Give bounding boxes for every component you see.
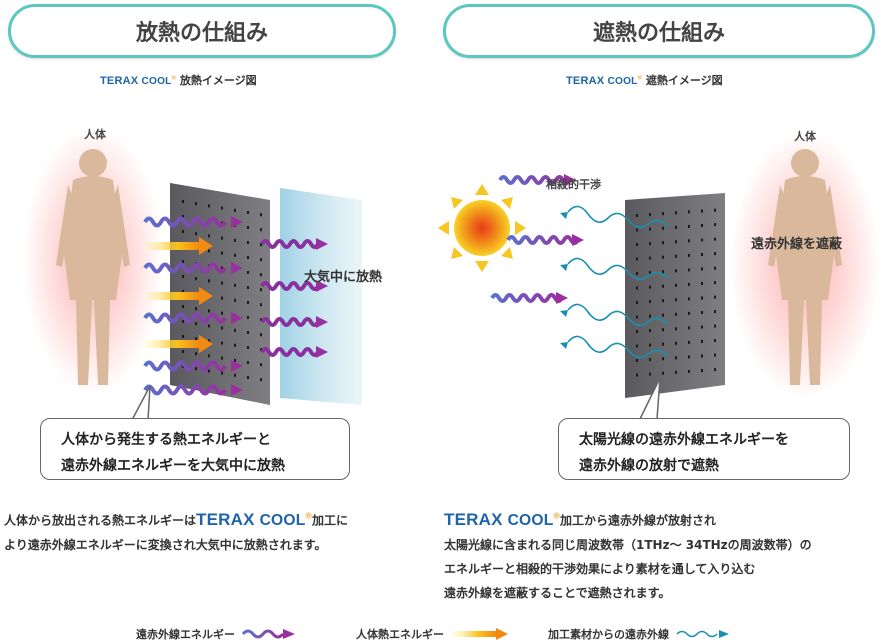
heat-arrow-shaft — [145, 242, 199, 250]
human-figure-right — [730, 130, 880, 400]
human-label-left: 人体 — [84, 128, 106, 141]
purple-arrowhead — [231, 312, 243, 324]
purple-wave-arrow — [498, 175, 572, 185]
purple-arrowhead — [231, 384, 243, 396]
purple-wave-arrow — [260, 239, 320, 249]
block-label: 遠赤外線を遮蔽 — [751, 237, 843, 252]
purple-wave-arrow — [260, 347, 320, 357]
brand-logo: TERAX COOL® — [100, 75, 176, 87]
left-callout-line: 遠赤外線エネルギーを大気中に放熱 — [61, 458, 285, 474]
left-title-text: 放熱の仕組み — [135, 21, 268, 46]
purple-wave-arrow — [143, 384, 227, 396]
purple-wave-arrow — [143, 312, 227, 324]
right-caption-text: 遮熱イメージ図 — [645, 74, 723, 87]
right-title-text: 遮熱の仕組み — [592, 21, 725, 46]
material-panel-right — [625, 193, 725, 398]
heat-arrowhead — [199, 335, 213, 353]
brand-logo: TERAX COOL® — [196, 509, 312, 529]
right-description: TERAX COOL®加工から遠赤外線が放射され 太陽光線に含まれる同じ周波数帯… — [444, 509, 812, 600]
interference-label: 相殺的干渉 — [546, 178, 601, 191]
legend-body-heat: 人体熱エネルギー — [356, 626, 510, 642]
brand-logo: TERAX COOL® — [444, 509, 560, 529]
purple-wave-arrow — [260, 317, 320, 327]
air-layer — [280, 188, 362, 405]
purple-arrowhead — [316, 238, 328, 250]
right-caption: TERAX COOL® 遮熱イメージ図 — [566, 72, 723, 88]
purple-arrowhead — [564, 174, 576, 186]
teal-arrowhead — [560, 310, 568, 317]
human-label-right: 人体 — [794, 130, 816, 143]
left-caption-text: 放熱イメージ図 — [179, 74, 257, 87]
left-callout-line: 人体から発生する熱エネルギーと — [61, 432, 271, 448]
far-infrared-arrows-left — [143, 216, 328, 396]
purple-arrowhead — [316, 316, 328, 328]
callout-tail-left — [131, 385, 151, 421]
material-infrared-arrows — [560, 205, 669, 358]
human-figure-left — [23, 125, 163, 395]
teal-arrowhead — [560, 342, 568, 349]
sun-icon — [438, 184, 526, 272]
left-description: 人体から放出される熱エネルギーはTERAX COOL®加工に より遠赤外線エネル… — [4, 509, 348, 552]
right-callout-line: 太陽光線の遠赤外線エネルギーを — [579, 432, 789, 448]
purple-arrowhead — [231, 262, 243, 274]
teal-arrowhead — [560, 264, 568, 271]
far-infrared-arrows-right — [490, 174, 584, 304]
heat-arrowhead — [199, 237, 213, 255]
purple-arrowhead — [572, 234, 584, 246]
heat-arrows — [145, 237, 213, 353]
heat-arrow-shaft — [145, 292, 199, 300]
left-section-title: 放熱の仕組み — [8, 4, 396, 58]
purple-wave-arrow — [490, 293, 564, 303]
purple-wave-arrow-icon — [241, 629, 295, 639]
right-callout-line: 遠赤外線の放射で遮熱 — [579, 458, 719, 474]
right-section-title: 遮熱の仕組み — [443, 4, 875, 58]
teal-wave-arrow — [567, 303, 669, 326]
left-caption: TERAX COOL® 放熱イメージ図 — [100, 72, 257, 88]
air-release-label: 大気中に放熱 — [304, 270, 383, 285]
purple-wave-arrow — [260, 281, 320, 291]
teal-arrowhead — [560, 212, 568, 219]
purple-wave-arrow — [143, 262, 227, 274]
callout-tail-right — [639, 377, 661, 420]
legend-material-infrared: 加工素材からの遠赤外線 — [548, 626, 731, 642]
brand-logo: TERAX COOL® — [566, 75, 642, 87]
purple-arrowhead — [231, 216, 243, 228]
purple-arrowhead — [316, 280, 328, 292]
teal-wave-arrow-icon — [676, 630, 729, 638]
purple-wave-arrow — [143, 360, 227, 372]
teal-wave-arrow — [567, 205, 669, 228]
yellow-heat-arrow-icon — [452, 628, 508, 640]
right-callout: 太陽光線の遠赤外線エネルギーを 遠赤外線の放射で遮熱 — [558, 418, 850, 480]
purple-arrowhead — [556, 292, 568, 304]
teal-wave-arrow — [567, 335, 669, 358]
left-callout: 人体から発生する熱エネルギーと 遠赤外線エネルギーを大気中に放熱 — [40, 418, 350, 480]
purple-arrowhead — [316, 346, 328, 358]
teal-wave-arrow — [567, 257, 669, 280]
heat-arrowhead — [199, 287, 213, 305]
purple-wave-arrow — [506, 235, 580, 245]
purple-arrowhead — [231, 360, 243, 372]
heat-arrow-shaft — [145, 340, 199, 348]
purple-wave-arrow — [143, 216, 227, 228]
legend-far-infrared: 遠赤外線エネルギー — [136, 626, 297, 642]
